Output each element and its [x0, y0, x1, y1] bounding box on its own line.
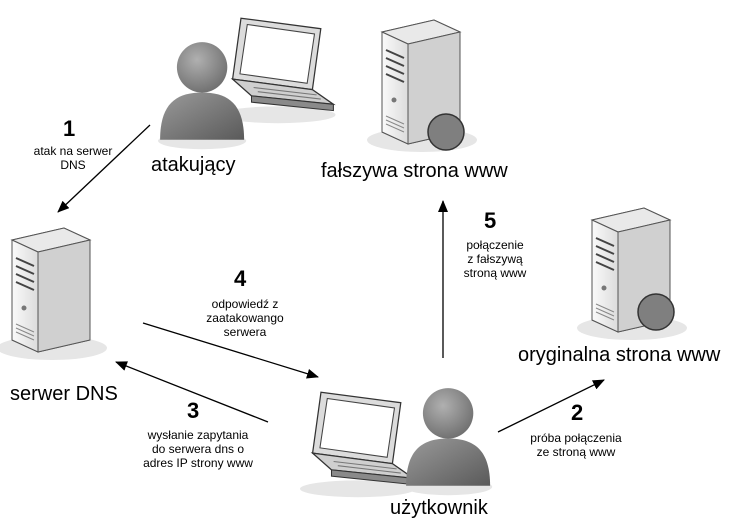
user-laptop-icon — [299, 391, 417, 498]
original-site-label: oryginalna strona www — [518, 344, 721, 366]
original-site-server-icon — [576, 207, 688, 341]
step-2-line: próba połączenia — [530, 431, 622, 445]
original-site-disc-icon — [637, 293, 675, 331]
step-3-number: 3 — [187, 398, 200, 423]
step-4-line: odpowiedź z — [211, 297, 279, 311]
attacker-person-icon — [158, 42, 247, 150]
arrow-3 — [115, 361, 269, 423]
step-4-line: serwera — [223, 325, 267, 339]
user-person-icon — [404, 388, 493, 496]
step-5-line: z fałszywą — [467, 252, 523, 266]
step-1-number: 1 — [63, 116, 76, 141]
step-1-line: DNS — [60, 158, 86, 172]
step-2-caption: próba połączenia ze stroną www — [516, 431, 636, 459]
step-4-number: 4 — [234, 266, 247, 291]
attacker-laptop-icon — [219, 17, 337, 124]
step-5-line: stroną www — [463, 266, 527, 280]
step-5-line: połączenie — [466, 238, 524, 252]
step-4-line: zaatakowango — [206, 311, 284, 325]
step-3-line: adres IP strony www — [143, 456, 253, 470]
arrow-2 — [497, 379, 605, 433]
step-5-caption: połączenie z fałszywą stroną www — [448, 238, 542, 280]
step-3-line: do serwera dns o — [151, 442, 245, 456]
dns-server-icon — [0, 227, 108, 361]
step-5-number: 5 — [484, 208, 497, 233]
arrow-4 — [142, 322, 319, 379]
user-label: użytkownik — [390, 497, 488, 519]
fake-site-label: fałszywa strona www — [321, 160, 508, 182]
step-4-caption: odpowiedź z zaatakowango serwera — [190, 297, 300, 339]
step-3-caption: wysłanie zapytania do serwera dns o adre… — [130, 428, 266, 470]
fake-site-disc-icon — [427, 113, 465, 151]
step-2-line: ze stroną www — [536, 445, 616, 459]
arrow-1 — [57, 124, 151, 213]
attacker-label: atakujący — [151, 154, 236, 176]
step-3-line: wysłanie zapytania — [147, 428, 249, 442]
step-1-caption: atak na serwer DNS — [25, 144, 121, 172]
step-1-line: atak na serwer — [33, 144, 113, 158]
step-2-number: 2 — [571, 400, 584, 425]
dns-server-label: serwer DNS — [10, 383, 118, 405]
fake-site-server-icon — [366, 19, 478, 153]
